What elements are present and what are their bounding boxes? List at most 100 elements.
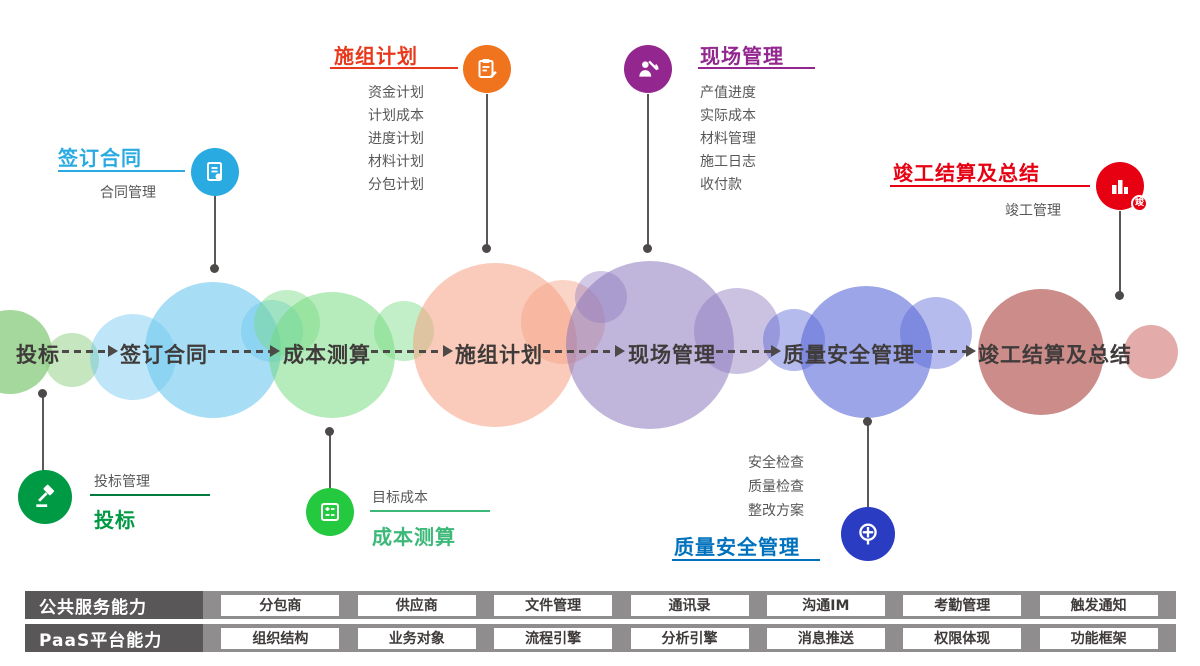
- connector-line: [647, 94, 649, 246]
- capability-box: 触发通知: [1039, 594, 1158, 616]
- paas-platform-bar: PaaS平台能力 组织结构 业务对象 流程引擎 分析引擎 消息推送 权限体现 功…: [25, 624, 1176, 652]
- timeline-stage-cost-calc: 成本测算: [283, 343, 371, 367]
- callout-title-cost-calculation: 成本测算: [372, 525, 456, 549]
- capability-box: 流程引擎: [494, 627, 613, 649]
- public-services-bar: 公共服务能力 分包商 供应商 文件管理 通讯录 沟通IM 考勤管理 触发通知: [25, 591, 1176, 619]
- capability-box: 分包商: [221, 594, 340, 616]
- connector-dot: [643, 244, 652, 253]
- callout-item: 材料计划: [368, 154, 424, 170]
- bubble-completion: [1124, 325, 1178, 379]
- calculator-icon: [306, 488, 354, 536]
- timeline-stage-quality-safety: 质量安全管理: [783, 343, 915, 367]
- quality-safety-items: 安全检查 质量检查 整改方案: [748, 451, 804, 523]
- connector-line: [1119, 211, 1121, 293]
- callout-title-bidding: 投标: [94, 508, 136, 532]
- connector-dot: [38, 389, 47, 398]
- bubble-quality-safety: [800, 286, 932, 418]
- bubble-completion: [978, 289, 1104, 415]
- site-management-items: 产值进度 实际成本 材料管理 施工日志 收付款: [700, 82, 756, 197]
- callout-item: 目标成本: [372, 490, 428, 506]
- callout-item: 整改方案: [748, 503, 804, 519]
- capability-box: 沟通IM: [766, 594, 885, 616]
- callout-item: 计划成本: [368, 108, 424, 124]
- capability-box: 功能框架: [1039, 627, 1158, 649]
- connector-dot: [863, 417, 872, 426]
- timeline-stage-bidding: 投标: [16, 343, 60, 367]
- bubble-site-management: [566, 261, 734, 429]
- connector-line: [486, 94, 488, 246]
- plan-icon: [463, 45, 511, 93]
- bubble-quality-safety: [900, 297, 972, 369]
- capability-box: 通讯录: [630, 594, 749, 616]
- flow-arrow: [371, 345, 453, 357]
- capability-box: 分析引擎: [630, 627, 749, 649]
- building-icon: 竣: [1096, 162, 1148, 212]
- callout-title-construction-plan: 施组计划: [334, 44, 418, 68]
- connector-dot: [210, 264, 219, 273]
- underline-site-management: [698, 67, 815, 69]
- callout-title-quality-safety: 质量安全管理: [674, 535, 800, 559]
- callout-item: 施工日志: [700, 154, 756, 170]
- contract-icon: [191, 148, 239, 196]
- underline-construction-plan: [330, 67, 458, 69]
- callout-title-site-management: 现场管理: [700, 44, 784, 68]
- public-services-items: 分包商 供应商 文件管理 通讯录 沟通IM 考勤管理 触发通知: [203, 591, 1176, 619]
- callout-item: 安全检查: [748, 455, 804, 471]
- flow-arrow: [543, 345, 625, 357]
- connector-dot: [325, 427, 334, 436]
- connector-dot: [1115, 291, 1124, 300]
- timeline-stage-construction-plan: 施组计划: [455, 343, 543, 367]
- connector-line: [214, 196, 216, 266]
- flow-arrow: [716, 345, 781, 357]
- connector-line: [329, 435, 331, 489]
- capability-box: 消息推送: [766, 627, 885, 649]
- connector-dot: [482, 244, 491, 253]
- callout-title-sign-contract: 签订合同: [58, 146, 142, 170]
- timeline-stage-site-management: 现场管理: [628, 343, 716, 367]
- construction-plan-items: 资金计划 计划成本 进度计划 材料计划 分包计划: [368, 82, 424, 197]
- bubble-site-management: [694, 288, 780, 374]
- bid-icon: [18, 470, 72, 524]
- flow-arrow: [62, 345, 118, 357]
- callout-item: 分包计划: [368, 177, 424, 193]
- callout-item: 材料管理: [700, 131, 756, 147]
- callout-item: 实际成本: [700, 108, 756, 124]
- target-icon: [841, 507, 895, 561]
- paas-items: 组织结构 业务对象 流程引擎 分析引擎 消息推送 权限体现 功能框架: [203, 624, 1176, 652]
- underline-bidding: [90, 494, 210, 496]
- callout-item: 投标管理: [94, 474, 150, 490]
- callout-item: 质量检查: [748, 479, 804, 495]
- timeline-stage-sign-contract: 签订合同: [120, 343, 208, 367]
- underline-cost-calculation: [370, 510, 490, 512]
- callout-item: 进度计划: [368, 131, 424, 147]
- connector-line: [42, 397, 44, 471]
- underline-completion: [890, 185, 1090, 187]
- bubble-cost-calc: [254, 290, 320, 356]
- underline-sign-contract: [58, 170, 185, 172]
- bar-label-public-services: 公共服务能力: [25, 591, 203, 619]
- capability-box: 权限体现: [903, 627, 1022, 649]
- capability-box: 业务对象: [357, 627, 476, 649]
- bubble-sign-contract: [90, 314, 176, 400]
- callout-item: 资金计划: [368, 85, 424, 101]
- bubble-cost-calc: [269, 292, 395, 418]
- capability-box: 文件管理: [494, 594, 613, 616]
- capability-box: 供应商: [357, 594, 476, 616]
- callout-item: 合同管理: [100, 185, 156, 201]
- underline-quality-safety: [672, 559, 820, 561]
- connector-line: [867, 425, 869, 508]
- bubble-quality-safety: [763, 309, 825, 371]
- timeline-stage-completion: 竣工结算及总结: [978, 343, 1132, 367]
- capability-box: 组织结构: [221, 627, 340, 649]
- callout-item: 竣工管理: [1005, 203, 1061, 219]
- bubble-construction-plan: [413, 263, 577, 427]
- bubble-site-management: [575, 271, 627, 323]
- bubble-bidding: [45, 333, 99, 387]
- completion-badge: 竣: [1131, 195, 1148, 212]
- flow-arrow: [914, 345, 976, 357]
- worker-icon: [624, 45, 672, 93]
- callout-title-completion: 竣工结算及总结: [893, 161, 1040, 185]
- callout-item: 产值进度: [700, 85, 756, 101]
- bar-label-paas: PaaS平台能力: [25, 624, 203, 652]
